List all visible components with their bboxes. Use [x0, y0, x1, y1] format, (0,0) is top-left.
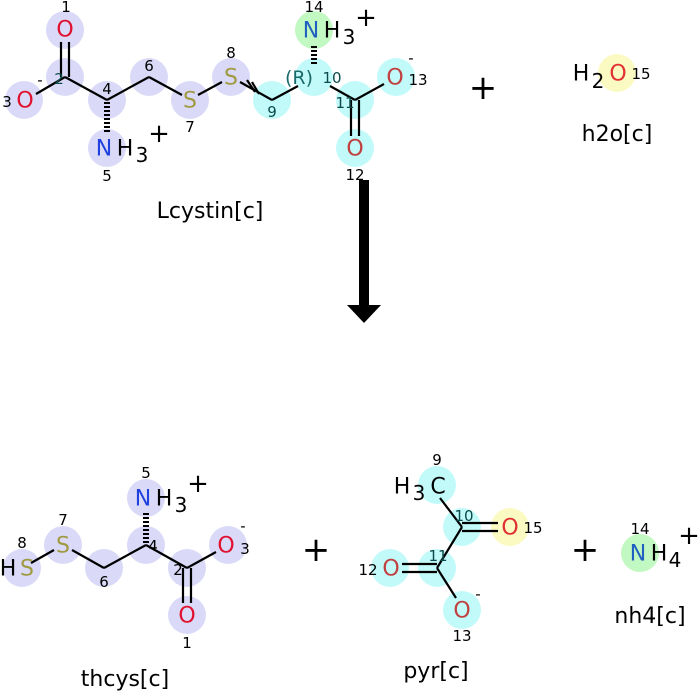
- atom-number: 5: [102, 167, 112, 185]
- hydrogen-atom: H: [573, 62, 590, 87]
- molecule-pyr: H 3 C 9 10 O 15 11 O 12 O - 13 pyr[c]: [358, 451, 542, 684]
- nitrogen-atom: N: [135, 487, 151, 512]
- hydrogen-atom: H: [394, 475, 411, 500]
- atom-number: 7: [185, 118, 195, 136]
- hydrogen-atom: H: [651, 542, 668, 567]
- atom-number: 14: [304, 0, 323, 16]
- atom-number: 3: [2, 93, 12, 111]
- atom-number: 10: [454, 507, 473, 525]
- atom-number: 6: [144, 57, 154, 75]
- hydrogen-atom: H: [0, 557, 16, 582]
- atom-number: 8: [226, 44, 236, 62]
- molecule-name: h2o[c]: [582, 122, 653, 147]
- atom-number: 8: [17, 534, 27, 552]
- atom-number: 7: [58, 511, 68, 529]
- charge: -: [408, 49, 413, 67]
- atom-number: 4: [102, 80, 112, 98]
- charge: +: [355, 3, 377, 33]
- atom-number: 1: [182, 634, 192, 652]
- oxygen-atom: O: [501, 516, 518, 541]
- subscript: 3: [343, 25, 356, 49]
- atom-number: 11: [335, 94, 354, 112]
- sulfur-atom: S: [20, 557, 34, 582]
- sulfur-atom: S: [224, 66, 238, 91]
- oxygen-atom: O: [609, 62, 626, 87]
- charge: +: [187, 469, 209, 499]
- subscript: 3: [175, 493, 188, 517]
- oxygen-atom: O: [178, 604, 195, 629]
- oxygen-atom: O: [386, 66, 403, 91]
- sulfur-atom: S: [56, 534, 70, 559]
- oxygen-atom: O: [217, 534, 234, 559]
- atom-number: 2: [54, 70, 64, 88]
- atom-number: 2: [173, 561, 183, 579]
- bonds: [35, 42, 385, 136]
- atom-number: 14: [630, 520, 649, 538]
- nitrogen-atom: N: [96, 137, 112, 162]
- nitrogen-atom: N: [303, 19, 319, 44]
- atom-number: 9: [267, 103, 277, 121]
- atom-number: 9: [432, 451, 442, 469]
- reaction-arrow: [347, 180, 381, 323]
- atom-number: 5: [141, 464, 151, 482]
- hydrogen-atom: H: [324, 19, 341, 44]
- molecule-name: nh4[c]: [614, 604, 685, 629]
- atom-number: 10: [322, 69, 341, 87]
- charge: +: [148, 119, 170, 149]
- sulfur-atom: S: [183, 89, 197, 114]
- molecule-name: thcys[c]: [81, 667, 169, 691]
- atom-number: 12: [345, 166, 364, 184]
- nitrogen-atom: N: [630, 542, 646, 567]
- subscript: 2: [592, 69, 605, 93]
- molecule-name: Lcystin[c]: [157, 199, 264, 224]
- atom-number: 6: [99, 573, 109, 591]
- molecule-thcys: H S 8 S 7 6 4 N H 3 + 5 2 O 1 O 3 - thcy…: [0, 464, 250, 691]
- charge: -: [240, 517, 245, 535]
- subscript: 4: [669, 548, 682, 572]
- plus-sign: +: [302, 530, 331, 570]
- molecule-h2o: H 2 O 15 h2o[c]: [573, 54, 653, 147]
- atom-number: 13: [408, 71, 427, 89]
- oxygen-atom: O: [453, 599, 470, 624]
- subscript: 3: [413, 481, 426, 505]
- oxygen-atom: O: [346, 137, 363, 162]
- stereo-label: (R): [285, 67, 313, 89]
- carbon-atom: C: [430, 475, 445, 500]
- oxygen-atom: O: [16, 89, 33, 114]
- molecule-lcystin: 1 O 2 3 O - 4 N H 3 + 5 6 S 7 S 8 9 (R) …: [2, 0, 427, 224]
- charge: -: [475, 585, 480, 603]
- oxygen-atom: O: [382, 557, 399, 582]
- atom-number: 15: [523, 519, 542, 537]
- atom-number: 4: [148, 537, 158, 555]
- atom-number: 1: [61, 0, 71, 16]
- subscript: 3: [136, 143, 149, 167]
- molecule-name: pyr[c]: [403, 659, 468, 684]
- charge: -: [37, 71, 42, 89]
- hydrogen-atom: H: [156, 487, 173, 512]
- atom-number: 13: [452, 627, 471, 645]
- molecule-nh4: N H 4 + 14 nh4[c]: [614, 520, 698, 629]
- atom-number: 3: [240, 540, 250, 558]
- atom-number: 15: [631, 65, 650, 83]
- plus-sign: +: [469, 68, 498, 108]
- hydrogen-atom: H: [117, 137, 134, 162]
- atom-number: 11: [428, 547, 447, 565]
- oxygen-atom: O: [56, 18, 73, 43]
- atom-number: 12: [358, 561, 377, 579]
- charge: +: [678, 521, 698, 551]
- plus-sign: +: [571, 530, 600, 570]
